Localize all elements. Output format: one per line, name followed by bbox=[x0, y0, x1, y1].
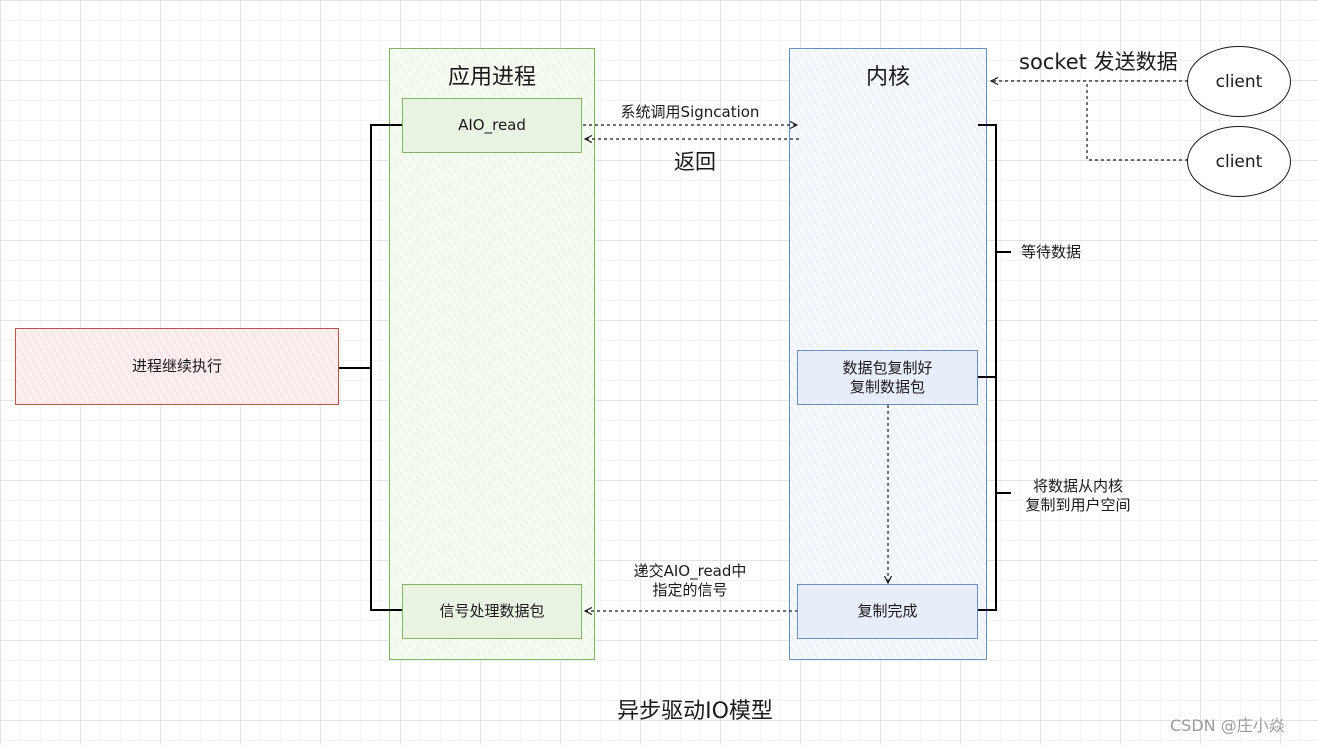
signal-handle-label: 信号处理数据包 bbox=[439, 602, 545, 620]
copy-bracket bbox=[978, 376, 997, 611]
copy-done-label: 复制完成 bbox=[857, 602, 918, 620]
client-2-link bbox=[1086, 81, 1188, 161]
return-label: 返回 bbox=[674, 150, 716, 174]
packet-ready-line-1: 数据包复制好 bbox=[842, 358, 933, 377]
syscall-label: 系统调用Signcation bbox=[620, 103, 760, 121]
copy-to-user-line-2: 复制到用户空间 bbox=[1025, 496, 1131, 514]
continue-exec-label: 进程继续执行 bbox=[131, 357, 222, 375]
kernel-title: 内核 bbox=[865, 65, 910, 90]
socket-send-label: socket 发送数据 bbox=[1019, 50, 1178, 74]
packet-ready-box: 数据包复制好 复制数据包 bbox=[797, 350, 978, 405]
deliver-signal-line-1: 递交AIO_read中 bbox=[633, 562, 747, 580]
wait-data-bracket bbox=[978, 124, 997, 378]
packet-ready-line-2: 复制数据包 bbox=[849, 377, 925, 396]
continue-exec-box: 进程继续执行 bbox=[15, 328, 339, 405]
signal-handle-box: 信号处理数据包 bbox=[402, 584, 582, 639]
aio-read-label: AIO_read bbox=[458, 116, 526, 134]
client-node-2: client bbox=[1187, 126, 1291, 197]
copy-done-box: 复制完成 bbox=[797, 584, 978, 639]
client-1-label: client bbox=[1215, 71, 1263, 92]
diagram-caption: 异步驱动IO模型 bbox=[617, 699, 773, 724]
copy-to-user-line-1: 将数据从内核 bbox=[1032, 477, 1123, 495]
app-bracket bbox=[370, 124, 402, 611]
copy-to-user-label: 将数据从内核 复制到用户空间 bbox=[1008, 477, 1148, 515]
aio-read-box: AIO_read bbox=[402, 98, 582, 153]
client-node-1: client bbox=[1187, 46, 1291, 117]
deliver-signal-line-2: 指定的信号 bbox=[652, 581, 728, 599]
wait-data-label: 等待数据 bbox=[1021, 243, 1082, 261]
deliver-signal-label: 递交AIO_read中 指定的信号 bbox=[610, 562, 770, 600]
app-process-title: 应用进程 bbox=[447, 65, 536, 90]
client-2-label: client bbox=[1215, 151, 1263, 172]
watermark: CSDN @庄小焱 bbox=[1170, 716, 1285, 735]
